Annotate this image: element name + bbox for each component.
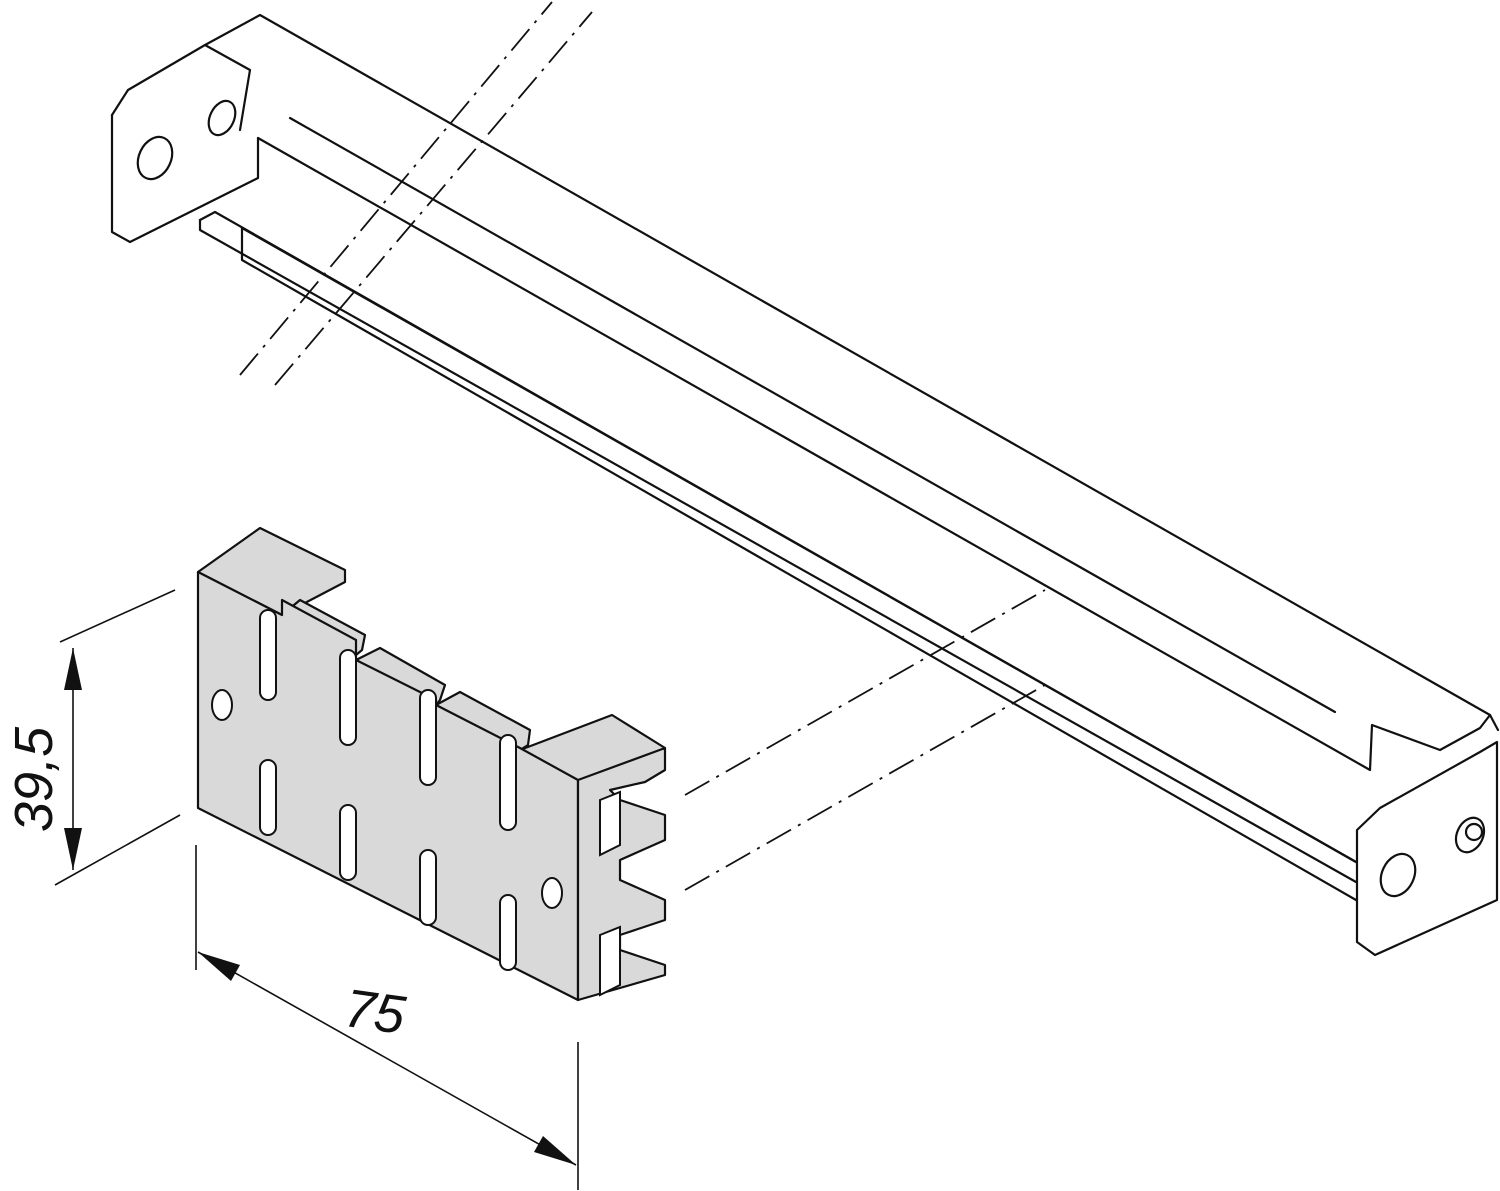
height-label: 39,5 [4, 726, 64, 832]
arrow-up-icon [64, 648, 82, 690]
break-line [274, 11, 593, 386]
cable-clamp-block [196, 526, 667, 1002]
break-line [239, 1, 553, 376]
arrow-down-icon [64, 828, 82, 870]
alignment-line [684, 684, 1046, 891]
mounting-rail [110, 13, 1500, 957]
width-dimension: 75 [195, 845, 579, 1190]
height-dimension: 39,5 [4, 589, 181, 886]
alignment-line [684, 589, 1046, 796]
arrow-right-icon [534, 1136, 576, 1165]
arrow-left-icon [198, 952, 240, 981]
width-label: 75 [341, 978, 410, 1046]
